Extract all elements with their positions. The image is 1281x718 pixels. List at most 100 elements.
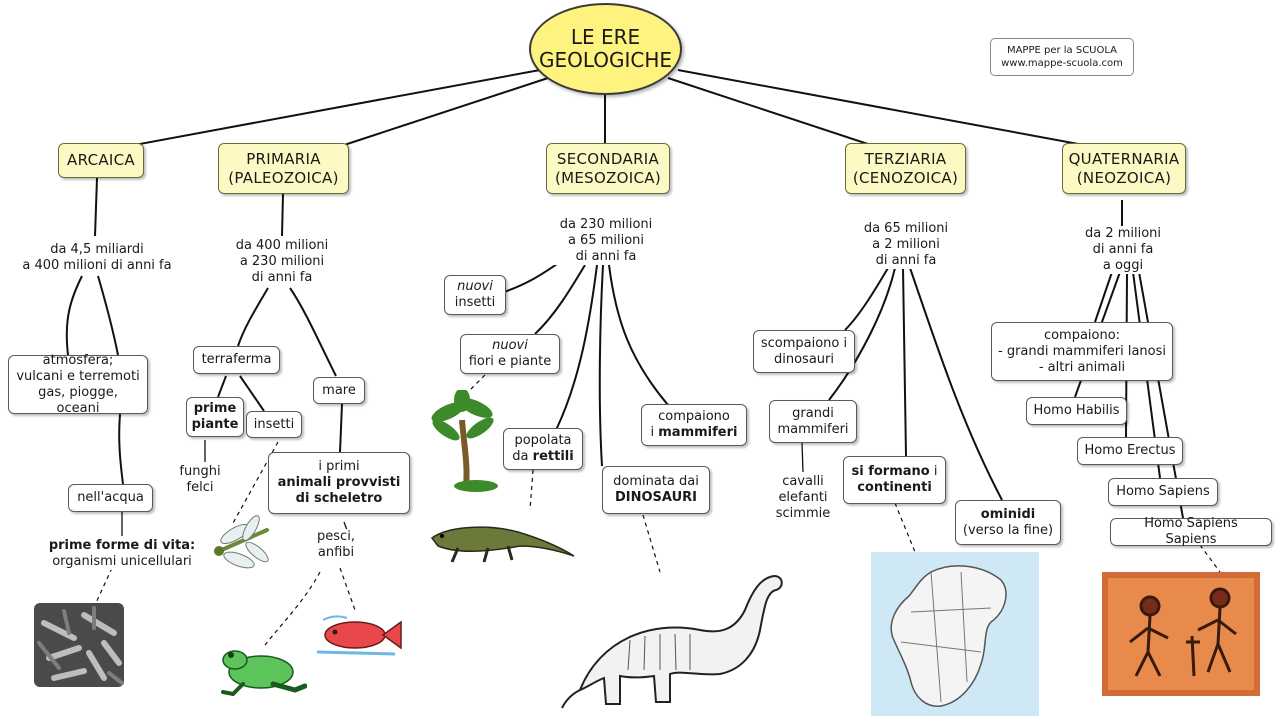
secondaria-rettili: popolata da rettili (503, 428, 583, 470)
primaria-mare: mare (313, 377, 365, 404)
era-primaria-line2: (PALEOZOICA) (228, 168, 339, 187)
continenti-bold1: si formano (851, 464, 930, 479)
era-secondaria-line2: (MESOZOICA) (555, 168, 661, 187)
pangaea-map-image (871, 552, 1039, 716)
continenti-rest1: i (929, 464, 938, 479)
funghi-line1: funghi (179, 464, 221, 479)
quaternaria-sapiens-sapiens: Homo Sapiens Sapiens (1110, 516, 1272, 547)
era-quaternaria-line2: (NEOZOICA) (1076, 168, 1172, 187)
primaria-prime-piante: prime piante (186, 397, 244, 437)
quaternaria-habilis: Homo Habilis (1026, 397, 1127, 425)
arcaica-forme-line2: organismi unicellulari (52, 554, 192, 569)
mammiferi-line1: compaiono (658, 409, 730, 424)
terziaria-cavalli: cavalli elefanti scimmie (768, 474, 838, 522)
pesci-line1: pesci, (317, 529, 355, 544)
continenti-bold2: continenti (857, 480, 932, 495)
palm-tree-image (431, 390, 498, 492)
rettili-line1: popolata (514, 433, 572, 448)
rettili-bold: rettili (532, 449, 574, 464)
title-line2: GEOLOGICHE (538, 48, 673, 72)
quaternaria-dates-line2: di anni fa (1092, 242, 1154, 257)
secondaria-dates-line1: da 230 milioni (559, 217, 653, 232)
quaternaria-erectus: Homo Erectus (1077, 437, 1183, 465)
primaria-animali: i primi animali provvisti di scheletro (268, 452, 410, 514)
era-quaternaria-line1: QUATERNARIA (1068, 149, 1180, 168)
arcaica-acqua: nell'acqua (68, 484, 153, 512)
arcaica-acqua-label: nell'acqua (77, 490, 144, 505)
era-primaria-line1: PRIMARIA (246, 149, 321, 168)
era-primaria: PRIMARIA (PALEOZOICA) (218, 143, 349, 194)
terziaria-grandi-mammiferi: grandi mammiferi (769, 400, 857, 443)
primaria-dates-line3: di anni fa (251, 270, 313, 285)
sapiens-sapiens-label: Homo Sapiens Sapiens (1144, 516, 1238, 547)
arcaica-dates-line1: da 4,5 miliardi (50, 242, 144, 257)
funghi-line2: felci (186, 480, 214, 495)
quaternaria-sapiens: Homo Sapiens (1108, 478, 1218, 506)
mammiferi-line2: i mammiferi (651, 425, 738, 441)
habilis-label: Homo Habilis (1033, 403, 1120, 418)
terziaria-dates-line3: di anni fa (875, 253, 937, 268)
primaria-dates-line2: a 230 milioni (239, 254, 325, 269)
arcaica-forme: prime forme di vita: organismi unicellul… (24, 538, 220, 570)
mammiferi-pre: i (650, 425, 659, 440)
rettili-line2: da rettili (512, 449, 573, 465)
credit-box: MAPPE per la SCUOLA www.mappe-scuola.com (990, 38, 1134, 76)
primaria-funghi: funghi felci (174, 464, 226, 496)
dinosaur-image (561, 574, 783, 709)
prime-piante-line2: piante (191, 417, 239, 432)
arcaica-atmosfera-line1: atmosfera; (42, 352, 114, 368)
quaternaria-dates-line1: da 2 milioni (1084, 226, 1162, 241)
era-terziaria: TERZIARIA (CENOZOICA) (845, 143, 966, 194)
era-secondaria-line1: SECONDARIA (556, 149, 660, 168)
animali-line2: animali provvisti (277, 475, 401, 490)
cavalli-line2: elefanti (778, 490, 828, 505)
primaria-dates-line1: da 400 milioni (235, 238, 329, 253)
dinosauri-bold: DINOSAURI (615, 490, 697, 505)
secondaria-nuovi-insetti: nuovi insetti (444, 275, 506, 315)
primaria-insetti-label: insetti (253, 416, 295, 432)
quaternaria-dates: da 2 milioni di anni fa a oggi (1075, 226, 1171, 274)
dragonfly-image (214, 515, 269, 569)
nuovi-fiori-line1: nuovi (492, 338, 528, 353)
credit-line2: www.mappe-scuola.com (1001, 58, 1123, 69)
primaria-insetti: insetti (246, 411, 302, 438)
era-secondaria: SECONDARIA (MESOZOICA) (546, 143, 670, 194)
era-quaternaria: QUATERNARIA (NEOZOICA) (1062, 143, 1186, 194)
fish-image (316, 615, 402, 656)
map-title: LE ERE GEOLOGICHE (529, 3, 682, 95)
primaria-pesci: pesci, anfibi (306, 529, 366, 561)
rettili-pre: da (512, 449, 533, 464)
era-arcaica-label: ARCAICA (67, 151, 135, 169)
terziaria-ominidi: ominidi (verso la fine) (955, 500, 1061, 545)
ominidi-line2: (verso la fine) (962, 522, 1054, 538)
ominidi-bold: ominidi (980, 506, 1036, 522)
secondaria-mammiferi: compaiono i mammiferi (641, 404, 747, 446)
compaiono-line3: - altri animali (1038, 359, 1126, 375)
primaria-terraferma: terraferma (193, 346, 280, 374)
secondaria-nuovi-fiori: nuovi fiori e piante (460, 334, 560, 374)
grandi-line2: mammiferi (777, 421, 849, 437)
reptile-image (430, 526, 575, 563)
era-arcaica: ARCAICA (58, 143, 144, 178)
terziaria-dates: da 65 milioni a 2 milioni di anni fa (850, 221, 962, 269)
compaiono-line1: compaiono: (1043, 327, 1121, 343)
compaiono-line2: - grandi mammiferi lanosi (998, 343, 1167, 359)
cavalli-line3: scimmie (775, 506, 831, 521)
animali-line1: i primi (318, 459, 360, 474)
bacteria-image (34, 603, 124, 687)
quaternaria-dates-line3: a oggi (1102, 258, 1144, 273)
scompaiono-line1: scompaiono i (760, 335, 848, 351)
primaria-mare-label: mare (322, 382, 356, 398)
sapiens-label: Homo Sapiens (1116, 484, 1210, 499)
erectus-label: Homo Erectus (1084, 443, 1176, 458)
primaria-dates: da 400 milioni a 230 milioni di anni fa (222, 238, 342, 286)
pesci-line2: anfibi (317, 545, 355, 560)
mammiferi-bold: mammiferi (658, 425, 738, 440)
title-line1: LE ERE (570, 25, 641, 49)
era-terziaria-line1: TERZIARIA (864, 149, 947, 168)
nuovi-fiori-line2: fiori e piante (468, 354, 552, 369)
secondaria-dates: da 230 milioni a 65 milioni di anni fa (548, 217, 664, 265)
arcaica-atmosfera-line3: gas, piogge, oceani (38, 384, 118, 416)
frog-image (221, 650, 307, 696)
dinosauri-line1: dominata dai (613, 474, 699, 489)
